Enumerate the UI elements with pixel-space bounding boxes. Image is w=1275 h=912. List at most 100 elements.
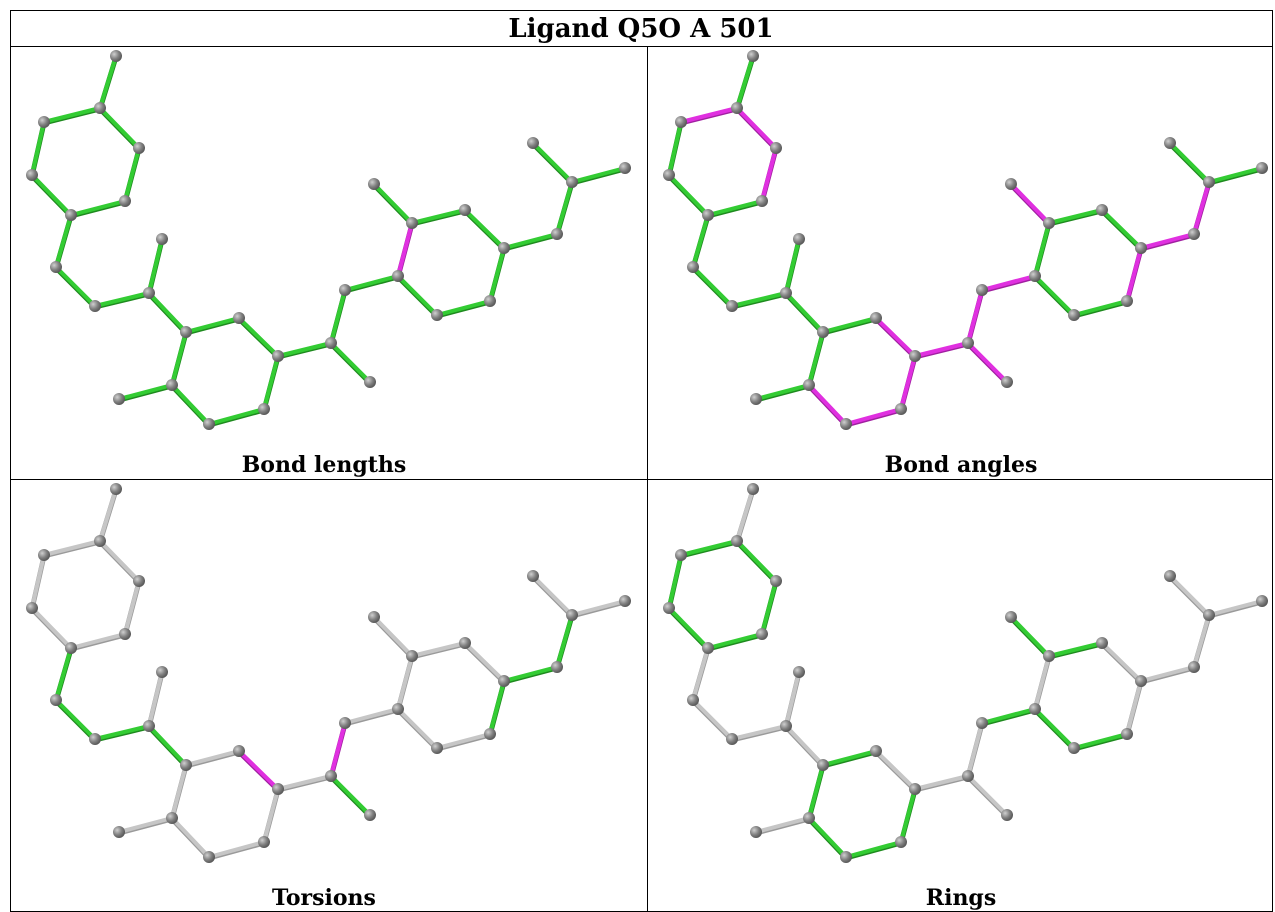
bond-15-16 (207, 840, 266, 859)
bond-28-29 (555, 613, 574, 669)
atom-29 (566, 176, 578, 188)
bond-8-9 (730, 724, 788, 741)
bond-17-18 (913, 341, 970, 358)
bond-9-10 (147, 670, 164, 728)
molecule-bond-angles (663, 50, 1268, 430)
atom-5 (756, 195, 768, 207)
atom-22 (1043, 217, 1055, 229)
atom-21 (392, 270, 404, 282)
bond-25-27 (1100, 641, 1143, 683)
atom-29 (566, 609, 578, 621)
bond-13-14 (754, 383, 811, 401)
bond-15-16 (844, 840, 903, 859)
atom-20 (339, 284, 351, 296)
atom-28 (1188, 228, 1200, 240)
panel-bond-lengths: Bond lengths (26, 50, 631, 478)
bond-6-7 (691, 213, 710, 269)
atom-3 (133, 142, 145, 154)
atom-30 (1164, 137, 1176, 149)
bond-0-1 (98, 54, 118, 110)
caption-torsions: Torsions (272, 885, 376, 911)
bond-11-12 (821, 749, 878, 767)
bond-1-3 (98, 106, 141, 150)
atom-30 (527, 137, 539, 149)
bond-0-1 (735, 54, 755, 110)
atom-11 (180, 326, 192, 338)
atom-10 (793, 233, 805, 245)
bond-26-27 (488, 679, 506, 736)
bond-17-18 (276, 341, 333, 358)
atom-17 (272, 350, 284, 362)
bond-21-22 (1033, 654, 1051, 711)
bond-21-24 (396, 274, 439, 317)
bond-17-18 (276, 774, 333, 791)
atom-1 (731, 535, 743, 547)
bond-29-31 (570, 166, 627, 184)
atom-17 (909, 783, 921, 795)
bond-15-16 (844, 407, 903, 426)
atom-26 (1121, 295, 1133, 307)
atom-24 (1068, 742, 1080, 754)
atom-14 (750, 826, 762, 838)
atom-1 (731, 102, 743, 114)
atom-25 (1096, 204, 1108, 216)
bond-9-10 (784, 237, 801, 295)
atom-3 (770, 142, 782, 154)
bond-24-26 (435, 299, 492, 317)
bond-7-8 (691, 265, 734, 308)
atom-25 (459, 204, 471, 216)
bond-1-2 (679, 539, 739, 557)
bond-22-23 (1009, 182, 1051, 225)
bond-12-17 (237, 749, 280, 791)
bond-5-6 (706, 632, 764, 650)
atom-5 (119, 628, 131, 640)
bond-4-6 (30, 606, 73, 650)
atom-20 (339, 717, 351, 729)
bond-9-10 (784, 670, 801, 728)
atom-23 (1005, 611, 1017, 623)
atom-31 (619, 162, 631, 174)
bond-21-22 (396, 221, 414, 278)
atom-30 (527, 570, 539, 582)
atom-22 (406, 217, 418, 229)
bond-0-1 (98, 487, 118, 543)
bond-22-23 (372, 182, 414, 225)
atom-12 (870, 312, 882, 324)
bond-3-5 (123, 146, 141, 203)
bond-9-11 (784, 291, 825, 334)
bond-1-2 (679, 106, 739, 124)
atom-20 (976, 717, 988, 729)
bond-11-13 (807, 330, 825, 387)
atom-3 (133, 575, 145, 587)
atom-25 (459, 637, 471, 649)
atom-19 (1001, 809, 1013, 821)
bond-13-14 (754, 816, 811, 834)
atom-26 (484, 295, 496, 307)
atom-16 (258, 403, 270, 415)
atom-11 (817, 326, 829, 338)
atom-8 (89, 733, 101, 745)
bond-21-22 (1033, 221, 1051, 278)
bond-11-13 (807, 763, 825, 820)
atom-28 (551, 228, 563, 240)
bond-25-27 (1100, 208, 1143, 250)
bond-7-8 (54, 698, 97, 741)
bond-20-21 (343, 707, 400, 725)
bond-12-17 (874, 316, 917, 358)
atom-6 (702, 642, 714, 654)
atom-18 (962, 770, 974, 782)
atom-10 (156, 233, 168, 245)
atom-2 (38, 549, 50, 561)
atom-22 (1043, 650, 1055, 662)
bond-21-22 (396, 654, 414, 711)
bond-26-27 (1125, 246, 1143, 303)
bond-1-3 (98, 539, 141, 583)
bond-4-6 (667, 173, 710, 217)
bond-1-3 (735, 106, 778, 150)
atom-19 (364, 809, 376, 821)
atom-4 (26, 169, 38, 181)
atom-13 (166, 379, 178, 391)
bond-22-23 (1009, 615, 1051, 658)
atom-16 (895, 403, 907, 415)
bond-13-15 (807, 383, 848, 426)
